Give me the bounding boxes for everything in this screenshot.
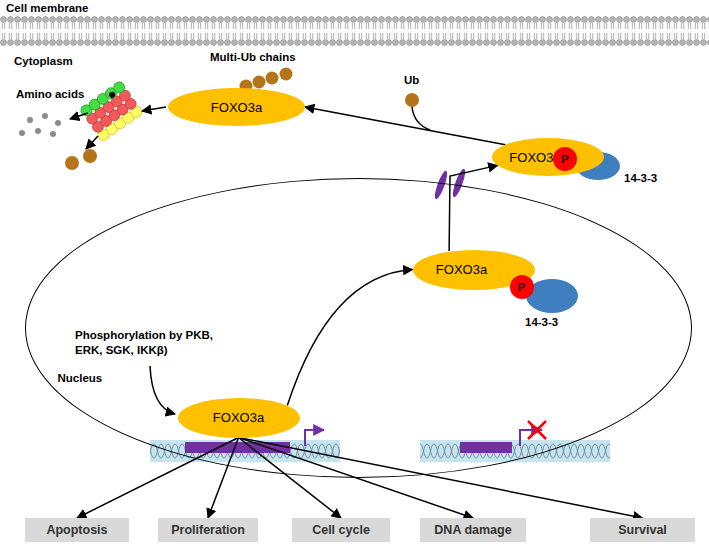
- drawing-part: [19, 130, 25, 136]
- annotation-label: Multi-Ub chains: [210, 50, 296, 65]
- flow-arrow: [208, 438, 239, 519]
- flow-arrow: [305, 107, 505, 145]
- dna-strand: [420, 440, 610, 462]
- protein-ellipse: FOXO3a: [168, 88, 305, 126]
- node-text: DNA damage: [434, 523, 511, 537]
- protein-14-3-3: [526, 279, 578, 313]
- drawing-part: [83, 149, 97, 163]
- nucleus-outline: NucleusFOXO3aPFOXO3a: [25, 178, 692, 478]
- outcome-box: Apoptosis: [25, 518, 129, 542]
- membrane-bilayer: [0, 16, 709, 46]
- outcome-box: Survival: [590, 518, 695, 542]
- phospho-circle: P: [510, 275, 534, 299]
- drawing-part: [266, 72, 279, 85]
- drawing-part: [55, 120, 61, 126]
- node-text: Cell cycle: [312, 523, 370, 537]
- node-text: FOXO3a: [211, 100, 262, 115]
- drawing-part: [528, 421, 546, 439]
- phosphorylation-arrow: [150, 366, 175, 414]
- outcome-box: Cell cycle: [292, 518, 390, 542]
- drawing-part: [405, 93, 419, 107]
- transcription-arrow: [305, 430, 324, 446]
- node-text: Apoptosis: [46, 523, 107, 537]
- degradation-arrow: [142, 107, 166, 111]
- flow-arrow: [239, 438, 643, 519]
- annotation-label: Amino acids: [16, 87, 84, 102]
- node-text: Proliferation: [171, 523, 245, 537]
- protein-ellipse: FOXO3a: [178, 398, 300, 438]
- drawing-part: [85, 88, 139, 134]
- flow-arrow: [77, 438, 239, 519]
- drawing-part: [253, 76, 266, 89]
- promoter-element: [460, 442, 512, 453]
- annotation-label: 14-3-3: [525, 315, 558, 330]
- node-text: P: [561, 153, 568, 165]
- node-text: FOXO3a: [213, 410, 264, 425]
- node-text: FOXO3a: [436, 262, 487, 277]
- proteasome: [79, 80, 144, 143]
- blocked-cross: [528, 421, 546, 439]
- annotation-label: Phosphorylation by PKB, ERK, SGK, IKKβ): [75, 328, 235, 358]
- phospho-circle: P: [553, 147, 577, 171]
- drawing-part: [27, 117, 33, 123]
- node-text: P: [518, 281, 525, 293]
- ub-joining-line: [412, 107, 430, 130]
- annotation-label: Ub: [404, 73, 419, 88]
- amino-acids: [19, 113, 61, 137]
- drawing-part: [108, 91, 116, 99]
- annotation-label: 14-3-3: [624, 171, 657, 186]
- dna-helix: [420, 440, 610, 462]
- outcome-box: DNA damage: [420, 518, 526, 542]
- nuclear-pore: [433, 170, 450, 201]
- flow-arrow: [449, 165, 498, 251]
- drawing-part: [280, 68, 293, 81]
- protein-ellipse: FOXO3a: [492, 138, 604, 176]
- drawing-part: [528, 421, 546, 439]
- annotation-label: Cytoplasm: [14, 54, 73, 69]
- outcome-box: Proliferation: [158, 518, 258, 542]
- drawing-part: [50, 131, 56, 137]
- node-text: Nucleus: [58, 372, 103, 384]
- drawing-part: [42, 113, 48, 119]
- node-text: Survival: [618, 523, 667, 537]
- drawing-part: [65, 156, 79, 170]
- drawing-part: [79, 80, 127, 118]
- promoter-element: [185, 442, 290, 453]
- flow-arrow: [287, 270, 412, 406]
- drawing-part: [35, 128, 41, 134]
- amino-acid-arrow: [70, 113, 88, 119]
- annotation-label: Cell membrane: [6, 1, 88, 16]
- flow-arrow: [239, 438, 342, 519]
- ub-release-arrow: [86, 136, 98, 149]
